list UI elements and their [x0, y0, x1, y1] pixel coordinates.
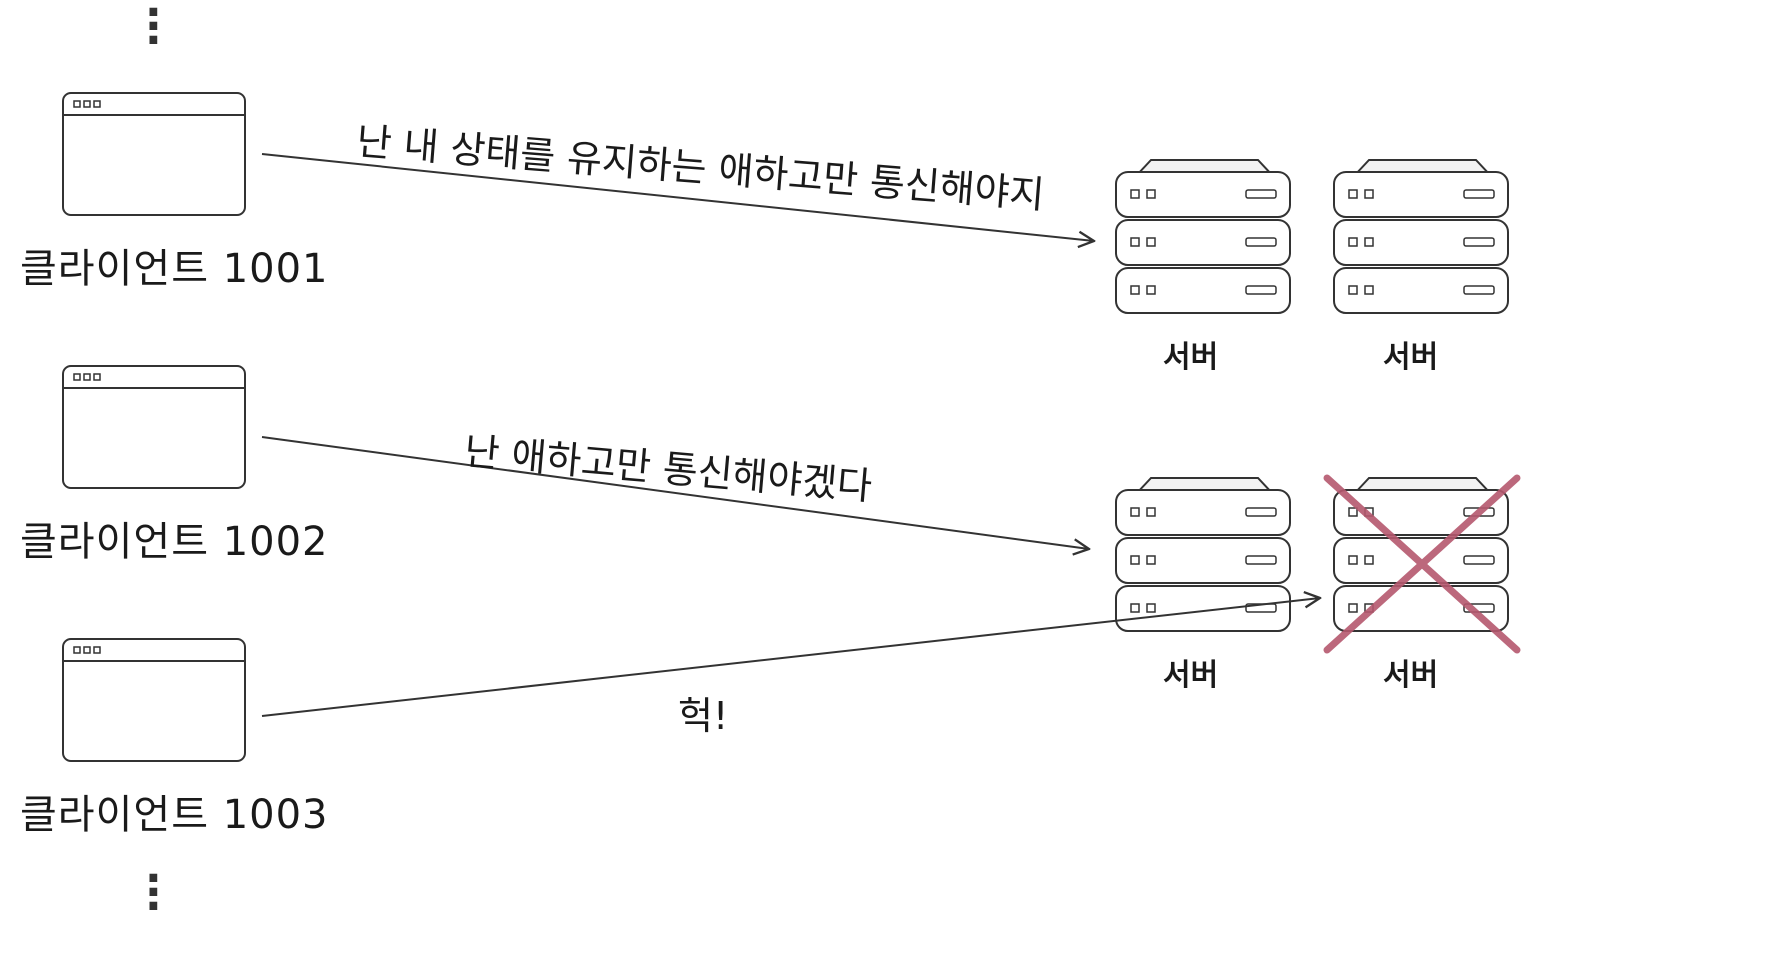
more-clients-bottom-icon: ··· — [145, 853, 162, 932]
client-label-1002: 클라이언트 1002 — [20, 519, 329, 565]
server-label-bottom-left: 서버 — [1163, 658, 1219, 693]
server-bottom-left — [1116, 478, 1290, 631]
arrow-1003-to-failed-server — [261, 598, 1320, 717]
client-label-1001: 클라이언트 1001 — [20, 246, 329, 292]
server-bottom-right — [1334, 478, 1508, 631]
client-label-1003: 클라이언트 1003 — [20, 792, 329, 838]
arrow-1001-to-server — [261, 153, 1094, 241]
server-label-top-right: 서버 — [1383, 340, 1439, 375]
client-1001-window — [62, 92, 246, 216]
failure-x-icon — [1323, 474, 1521, 654]
more-clients-top-icon: ··· — [145, 0, 162, 66]
client-1003-window — [62, 638, 246, 762]
client-1002-window — [62, 365, 246, 489]
server-top-right — [1334, 160, 1508, 313]
server-top-left — [1116, 160, 1290, 313]
server-label-top-left: 서버 — [1163, 340, 1219, 375]
server-label-bottom-right: 서버 — [1383, 658, 1439, 693]
message-1003: 헉! — [678, 694, 729, 738]
arrow-1002-to-server — [261, 436, 1089, 549]
